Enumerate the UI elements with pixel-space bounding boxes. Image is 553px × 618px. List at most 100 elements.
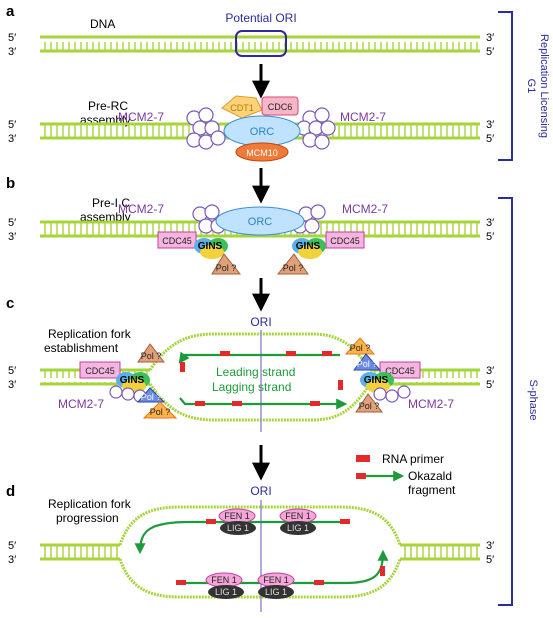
five-prime-a2: 5′ [486, 46, 494, 58]
five-prime-c2: 5′ [486, 379, 494, 391]
fen1-label-bl: FEN 1 [211, 575, 237, 585]
gins-right-b: GINS [292, 238, 326, 259]
mcm-ring-left-a [186, 107, 226, 150]
legend: RNA primer Okazald fragment [356, 452, 456, 497]
five-prime-d2: 5′ [486, 554, 494, 566]
cdc45-label-c-left: CDC45 [85, 366, 115, 376]
lig1-label-bl: LIG 1 [215, 587, 237, 597]
mcm-label-c-left: MCM2-7 [58, 397, 104, 411]
five-prime-b0r: 5′ [486, 133, 494, 145]
pol-triangle-b-left [211, 253, 242, 275]
mcm-ring-right-a [296, 107, 336, 150]
cdt1-label: CDT1 [230, 103, 254, 113]
s-phase-bracket: S-phase [498, 197, 539, 606]
cdc45-box-b-right [325, 231, 365, 249]
rna-primers-c [180, 351, 343, 406]
mcm-ring-right-c [373, 385, 411, 403]
pol-label-b-right: Pol ? [283, 263, 304, 273]
cdt1-shape [221, 95, 263, 119]
three-prime-b0r: 3′ [486, 119, 494, 131]
cdc6-shape [261, 96, 299, 116]
pre-rc-label-1: Pre-RC [88, 99, 128, 113]
fen-lig-bottom-left: FEN 1 LIG 1 [205, 572, 244, 599]
mcm10-shape [235, 142, 289, 162]
three-prime-b1: 3′ [8, 231, 16, 243]
three-prime-b0: 3′ [8, 133, 16, 145]
orc-shape-b [215, 206, 305, 236]
mcm-ring-left-b [192, 204, 226, 234]
panel-b-label: b [6, 175, 15, 192]
lig1-label-br: LIG 1 [265, 587, 287, 597]
fork-est-label-1: Replication fork [48, 327, 132, 341]
g1-bracket: G1 Replication Licensing [498, 11, 550, 161]
rna-primers-d [176, 519, 385, 585]
pol-label-c5: Pol ? [357, 359, 378, 369]
pol-triangle-c3 [142, 401, 178, 419]
mcm-label-c-right: MCM2-7 [408, 397, 454, 411]
legend-primer-swatch [356, 455, 370, 462]
pol-label-c6: Pol ? [359, 401, 380, 411]
panel-a-label: a [6, 3, 15, 20]
three-prime-d2: 3′ [486, 540, 494, 552]
mcm-label-a-left: MCM2-7 [118, 110, 164, 124]
legend-okazald-label-2: fragment [408, 483, 456, 497]
pol-triangle-c1 [137, 343, 166, 363]
five-prime-b2: 5′ [486, 231, 494, 243]
five-prime-d1: 5′ [8, 540, 16, 552]
lig1-label-tr: LIG 1 [287, 523, 309, 533]
cdc45-label-b-left: CDC45 [162, 236, 192, 246]
gins-label-b-right: GINS [296, 241, 321, 252]
cdc45-label-b-right: CDC45 [330, 236, 360, 246]
pol-triangle-b-right [276, 253, 309, 275]
mcm-label-b-right: MCM2-7 [342, 202, 388, 216]
panel-c-label: c [6, 295, 14, 312]
legend-primer-label: RNA primer [382, 452, 444, 466]
three-prime-c2: 3′ [486, 365, 494, 377]
okazaki-arrows-d [134, 520, 389, 585]
gins-label-c-left: GINS [120, 375, 145, 386]
legend-okazald-primer [356, 473, 366, 479]
mcm10-label: MCM10 [246, 148, 278, 158]
three-prime-a1: 3′ [8, 46, 16, 58]
fen1-label-tr: FEN 1 [285, 511, 311, 521]
cdc45-box-c-left [79, 361, 121, 379]
cdc6-label: CDC6 [268, 102, 293, 112]
panel-d-label: d [6, 483, 15, 500]
fen-lig-bottom-right: FEN 1 LIG 1 [257, 572, 295, 599]
gins-left-b: GINS [194, 238, 228, 259]
pol-triangle-c6 [355, 393, 384, 413]
fork-est-label-2: establishment [44, 341, 119, 355]
pol-triangle-c2 [136, 387, 166, 403]
three-prime-a2: 3′ [486, 32, 494, 44]
fork-prog-label-1: Replication fork [48, 497, 132, 511]
s-phase-label: S-phase [527, 380, 539, 421]
pre-ic-label-1: Pre-I C [92, 196, 130, 210]
pol-triangle-c4 [344, 337, 376, 355]
three-prime-b2: 3′ [486, 217, 494, 229]
ori-box [235, 30, 287, 57]
pol-label-c1: Pol ? [141, 351, 162, 361]
mcm-label-b-left: MCM2-7 [118, 202, 164, 216]
g1-label: G1 [525, 79, 537, 94]
three-prime-d1: 3′ [8, 554, 16, 566]
cdc45-label-c-right: CDC45 [385, 366, 415, 376]
dna-strand-a [40, 35, 480, 53]
replication-licensing-label: Replication Licensing [538, 34, 550, 138]
cdc45-box-b-left [157, 231, 197, 249]
pol-label-c4: Pol ? [350, 343, 371, 353]
pol-label-c3: Pol ? [150, 407, 171, 417]
mcm-label-a-right: MCM2-7 [340, 110, 386, 124]
fen1-label-tl: FEN 1 [224, 511, 250, 521]
five-prime-b1: 5′ [8, 217, 16, 229]
ori-label-d: ORI [250, 484, 271, 498]
leading-strand-label: Leading strand [216, 365, 295, 379]
ori-label-c: ORI [250, 315, 271, 329]
three-prime-c1: 3′ [8, 379, 16, 391]
fen-lig-top-left: FEN 1 LIG 1 [218, 508, 256, 535]
pol-triangle-c5 [353, 353, 382, 371]
five-prime-c1: 5′ [8, 365, 16, 377]
gins-label-c-right: GINS [364, 375, 389, 386]
gins-label-b-left: GINS [198, 241, 223, 252]
